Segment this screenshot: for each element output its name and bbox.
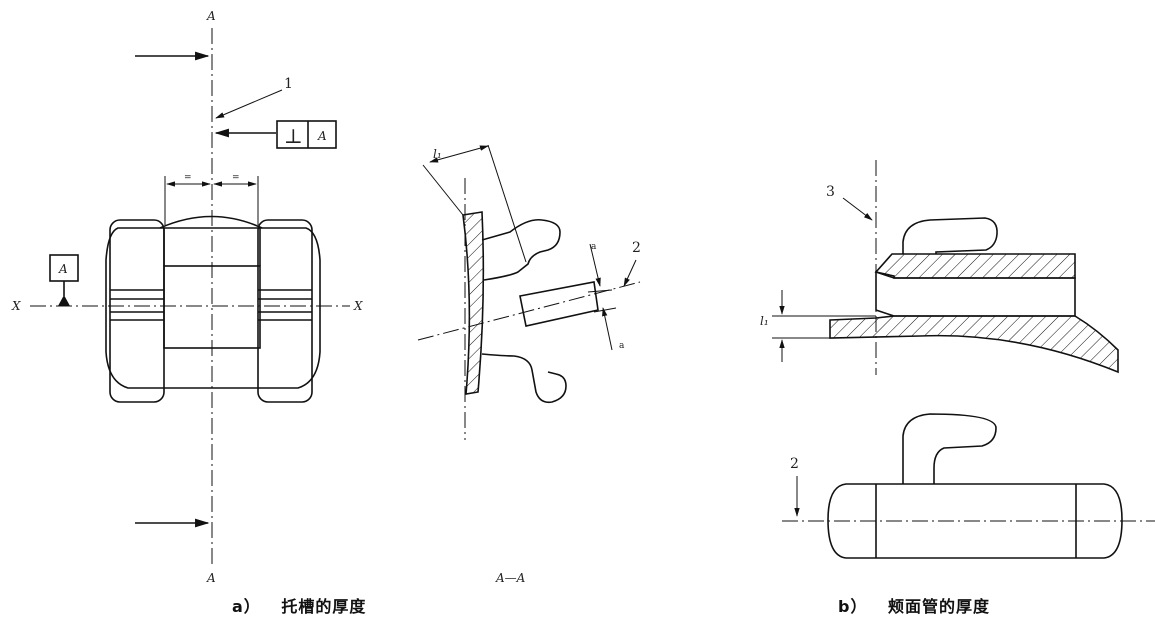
caption-b: b） 颊面管的厚度 bbox=[838, 593, 990, 617]
section-slot bbox=[519, 281, 599, 327]
dim-a-label-bottom: a bbox=[619, 341, 625, 351]
tie-wing-left bbox=[109, 219, 165, 403]
datum-label: A bbox=[58, 262, 68, 276]
section-slot-axis bbox=[417, 281, 641, 341]
caption-b-text: 颊面管的厚度 bbox=[888, 597, 991, 616]
view-a-bracket-front: A A A X X = = 1 ⊥ A bbox=[11, 9, 363, 585]
dim-a-label-top: a bbox=[591, 242, 597, 252]
tube-upper-wall bbox=[874, 253, 1076, 279]
tolerance-datum: A bbox=[317, 129, 327, 143]
dim-a-ext-1 bbox=[587, 289, 613, 293]
dim-a-upper bbox=[589, 243, 601, 287]
dim-a-lower bbox=[602, 307, 613, 351]
caption-b-marker: b） bbox=[838, 597, 868, 616]
dim-l1-line bbox=[429, 145, 489, 163]
bracket-base-pad bbox=[105, 227, 321, 389]
tube-hook-top bbox=[902, 217, 998, 254]
axis-label-right: X bbox=[353, 299, 363, 313]
caption-a-marker: a） bbox=[232, 597, 261, 616]
section-view-a-a: l₁ a a 2 A—A bbox=[417, 144, 641, 585]
tube-callout-2: 2 bbox=[790, 456, 799, 472]
section-lower-wing bbox=[481, 353, 567, 404]
section-label-top: A bbox=[206, 9, 216, 23]
tie-wing-right bbox=[257, 219, 313, 403]
tube-dim-l1-label: l₁ bbox=[760, 314, 769, 328]
section-callout-2: 2 bbox=[632, 240, 641, 256]
callout-2-leader bbox=[623, 259, 637, 287]
dim-l1-ext-1 bbox=[422, 164, 464, 216]
view-b-buccal-tube: l₁ 3 2 bbox=[760, 160, 1155, 559]
tube-bore bbox=[875, 270, 1076, 317]
dim-l1-label: l₁ bbox=[433, 147, 442, 161]
datum-triangle bbox=[58, 295, 70, 306]
equal-mark-left: = bbox=[184, 173, 192, 183]
equal-mark-right: = bbox=[232, 173, 240, 183]
callout-1: 1 bbox=[284, 76, 293, 92]
callout-3: 3 bbox=[826, 184, 835, 200]
tube-plan-body bbox=[827, 483, 1123, 559]
dim-l1-ext-2 bbox=[487, 144, 527, 263]
bracket-top-arc bbox=[159, 215, 263, 229]
tolerance-symbol: ⊥ bbox=[284, 124, 303, 148]
dim-a-ext-2 bbox=[593, 307, 617, 313]
section-title: A—A bbox=[495, 571, 526, 585]
callout-1-leader bbox=[215, 89, 283, 119]
hatched-base-pad bbox=[462, 211, 485, 395]
tube-lower-wall-base bbox=[829, 315, 1119, 374]
axis-label-left: X bbox=[11, 299, 21, 313]
callout-3-leader bbox=[842, 197, 873, 221]
caption-a-text: 托槽的厚度 bbox=[281, 597, 367, 616]
caption-a: a） 托槽的厚度 bbox=[232, 593, 366, 617]
section-upper-wing bbox=[481, 218, 561, 281]
section-label-bottom: A bbox=[206, 571, 216, 585]
tube-hook-plan bbox=[902, 413, 997, 484]
tolerance-frame bbox=[276, 120, 337, 149]
